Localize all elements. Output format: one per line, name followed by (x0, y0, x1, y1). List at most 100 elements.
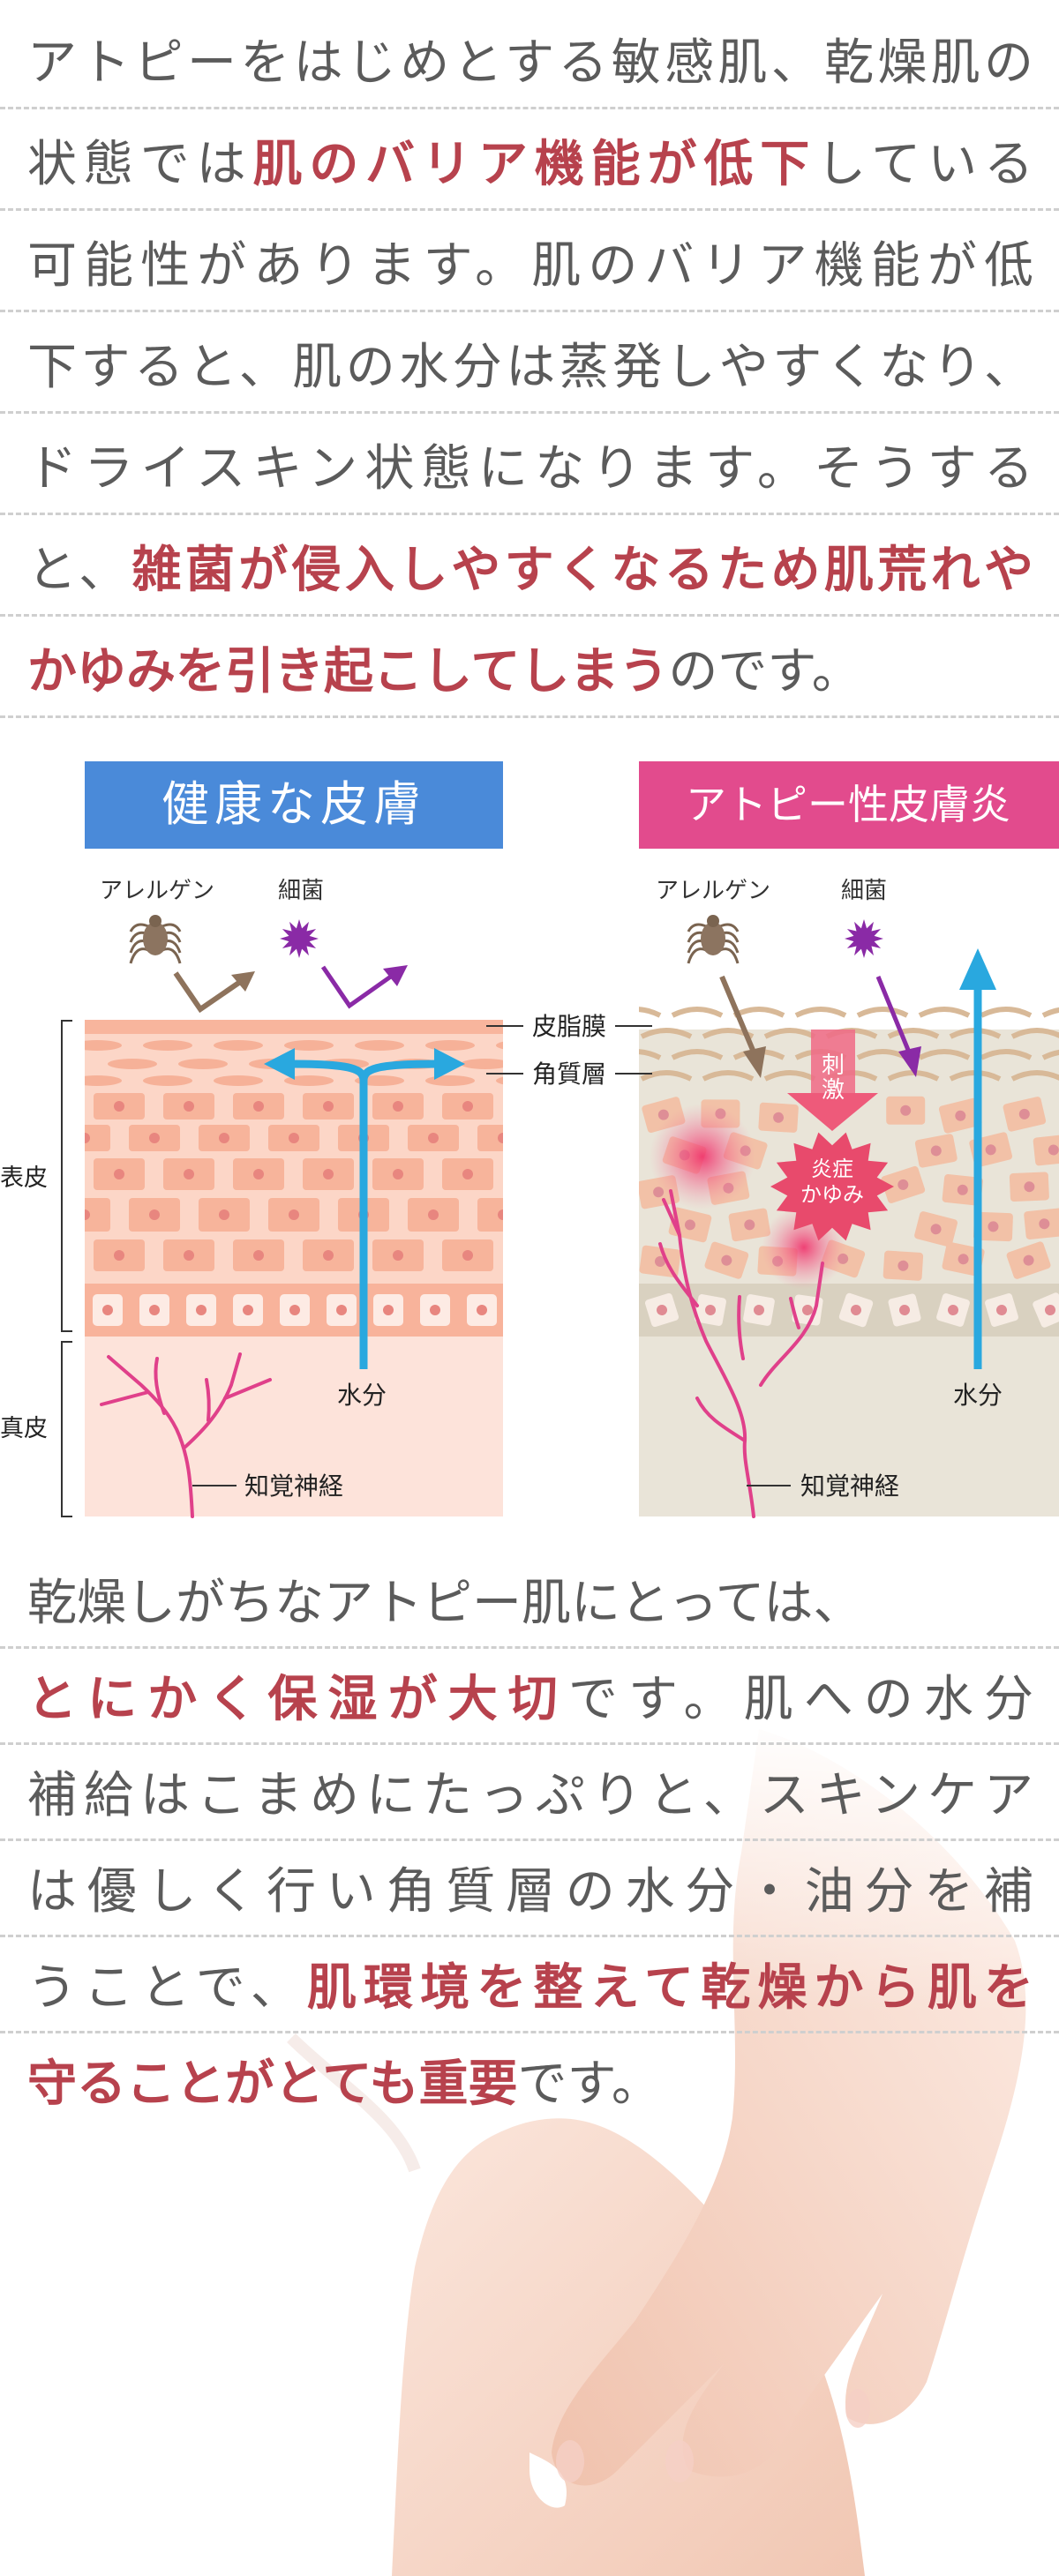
text-line: 守ることがとても重要です。 (0, 2033, 1059, 2130)
line-text: かゆみを引き起こしてしまうのです。 (27, 617, 861, 727)
corneocyte (143, 1075, 192, 1086)
text-segment: です。肌への水分 (567, 1671, 1034, 1728)
cell-nucleus (253, 1250, 264, 1261)
basal-cell (695, 1294, 726, 1326)
line-text: 状態では肌のバリア機能が低下している (27, 109, 1033, 220)
damaged-corneocyte (980, 1007, 1033, 1018)
damaged-corneocyte (639, 1049, 662, 1060)
atopic-skin-title-box (639, 761, 1059, 849)
text-line: かゆみを引き起こしてしまうのです。 (0, 617, 1059, 718)
text-line: 下すると、肌の水分は蒸発しやすくなり、 (0, 312, 1059, 414)
cell-nucleus (462, 1250, 473, 1261)
corneocyte (425, 1075, 475, 1086)
cell-nucleus (462, 1101, 473, 1112)
cell-nucleus (498, 1133, 503, 1143)
moisture-arrow-escaping (959, 948, 996, 1369)
epidermis-label: 表皮 (0, 1164, 48, 1192)
cell-nucleus (102, 1305, 113, 1315)
bacteria-icon (845, 919, 883, 958)
damaged-corneocyte (639, 1007, 662, 1018)
mite-icon (129, 915, 182, 964)
inflammation-glow (650, 1104, 755, 1209)
text-line: は優しく行い角質層の水分・油分を補 (0, 1841, 1059, 1937)
text-line: アトピーをはじめとする敏感肌、乾燥肌の (0, 8, 1059, 109)
skin-comparison-diagram: 健康な皮膚 アトピー性皮膚炎 アレルゲン 細菌 アレルゲン 細菌 表皮 真皮 皮… (0, 761, 1059, 1518)
cell-nucleus (289, 1209, 299, 1220)
skin-cell (1003, 1097, 1047, 1132)
skin-cell (85, 1125, 110, 1151)
cell-nucleus (243, 1305, 253, 1315)
svg-text:炎症: 炎症 (811, 1157, 853, 1181)
emphasis-text: とにかく保湿が大切 (27, 1671, 568, 1728)
corneocyte (85, 1040, 122, 1051)
moisture-arrow-retained (264, 1048, 465, 1369)
bacteria-icon (280, 919, 319, 958)
corneocyte (178, 1059, 228, 1069)
cell-nucleus (184, 1101, 194, 1112)
skin-cell (477, 1198, 503, 1232)
corneocyte (355, 1040, 404, 1051)
cell-nucleus (393, 1101, 403, 1112)
damaged-corneocyte (856, 1007, 909, 1018)
cell-nucleus (85, 1133, 90, 1143)
damaged-corneocyte (1041, 1049, 1059, 1060)
skin-cell (728, 1208, 771, 1242)
cell-nucleus (44, 1101, 55, 1112)
cell-nucleus (149, 1133, 160, 1143)
damaged-corneocyte (1041, 1007, 1059, 1018)
corneocyte (85, 1075, 122, 1086)
corneocyte (214, 1075, 263, 1086)
line-text: は優しく行い角質層の水分・油分を補 (27, 1863, 1033, 1921)
cell-nucleus (149, 1305, 160, 1315)
text-line: と、雑菌が侵入しやすくなるため肌荒れや (0, 515, 1059, 617)
corneocyte (284, 1075, 334, 1086)
cell-nucleus (114, 1169, 124, 1179)
line-text: と、雑菌が侵入しやすくなるため肌荒れや (27, 515, 1033, 625)
cell-nucleus (462, 1169, 473, 1179)
text-line: 乾燥しがちなアトピー肌にとっては、 (0, 1553, 1059, 1649)
cell-nucleus (393, 1250, 403, 1261)
epidermis-bracket (61, 1020, 72, 1332)
cell-nucleus (289, 1305, 300, 1315)
cell-nucleus (323, 1169, 334, 1179)
cell-nucleus (85, 1209, 90, 1220)
corneocyte (496, 1076, 503, 1085)
cell-nucleus (428, 1209, 439, 1220)
svg-text:激: 激 (822, 1077, 845, 1104)
line-text: 可能性があります。肌のバリア機能が低 (27, 237, 1033, 295)
skin-cell (1033, 1134, 1059, 1166)
emphasis-text: 肌環境を整えて乾燥から肌を (306, 1959, 1033, 2017)
atopic-skin-layers (639, 1007, 1059, 1516)
line-text: 補給はこまめにたっぷりと、スキンケア (27, 1767, 1033, 1824)
cell-nucleus (219, 1209, 229, 1220)
healthy-skin-title-box (85, 761, 503, 849)
emphasis-text: 雑菌が侵入しやすくなるため肌荒れや (131, 542, 1033, 599)
inflammation-burst: 炎症 かゆみ (770, 1132, 894, 1241)
skin-cell (1006, 1241, 1051, 1279)
mite-icon (687, 915, 740, 964)
dermis-label: 真皮 (0, 1415, 48, 1442)
dermis-bracket (61, 1341, 72, 1517)
cell-nucleus (253, 1169, 264, 1179)
skin-cell (1009, 1172, 1049, 1202)
text-segment: している (816, 136, 1034, 193)
cell-nucleus (219, 1133, 229, 1143)
corneocyte (284, 1040, 334, 1051)
damaged-corneocyte (763, 1070, 816, 1082)
text-line: とにかく保湿が大切です。肌への水分 (0, 1649, 1059, 1745)
text-segment: のです。 (668, 643, 861, 700)
basal-cell (936, 1293, 970, 1327)
skin-cell (704, 1241, 749, 1279)
text-segment: と、 (27, 542, 132, 599)
skin-cell (938, 1097, 982, 1134)
damaged-corneocyte (763, 1028, 816, 1039)
stimulus-arrow: 刺 激 (787, 1030, 878, 1131)
skin-cell (24, 1093, 75, 1120)
cell-nucleus (253, 1101, 264, 1112)
cell-nucleus (428, 1133, 439, 1143)
cell-nucleus (289, 1133, 299, 1143)
cell-nucleus (498, 1209, 503, 1220)
allergen-penetrating-arrow (719, 975, 766, 1078)
cell-nucleus (149, 1209, 160, 1220)
damaged-corneocyte (671, 1007, 724, 1018)
